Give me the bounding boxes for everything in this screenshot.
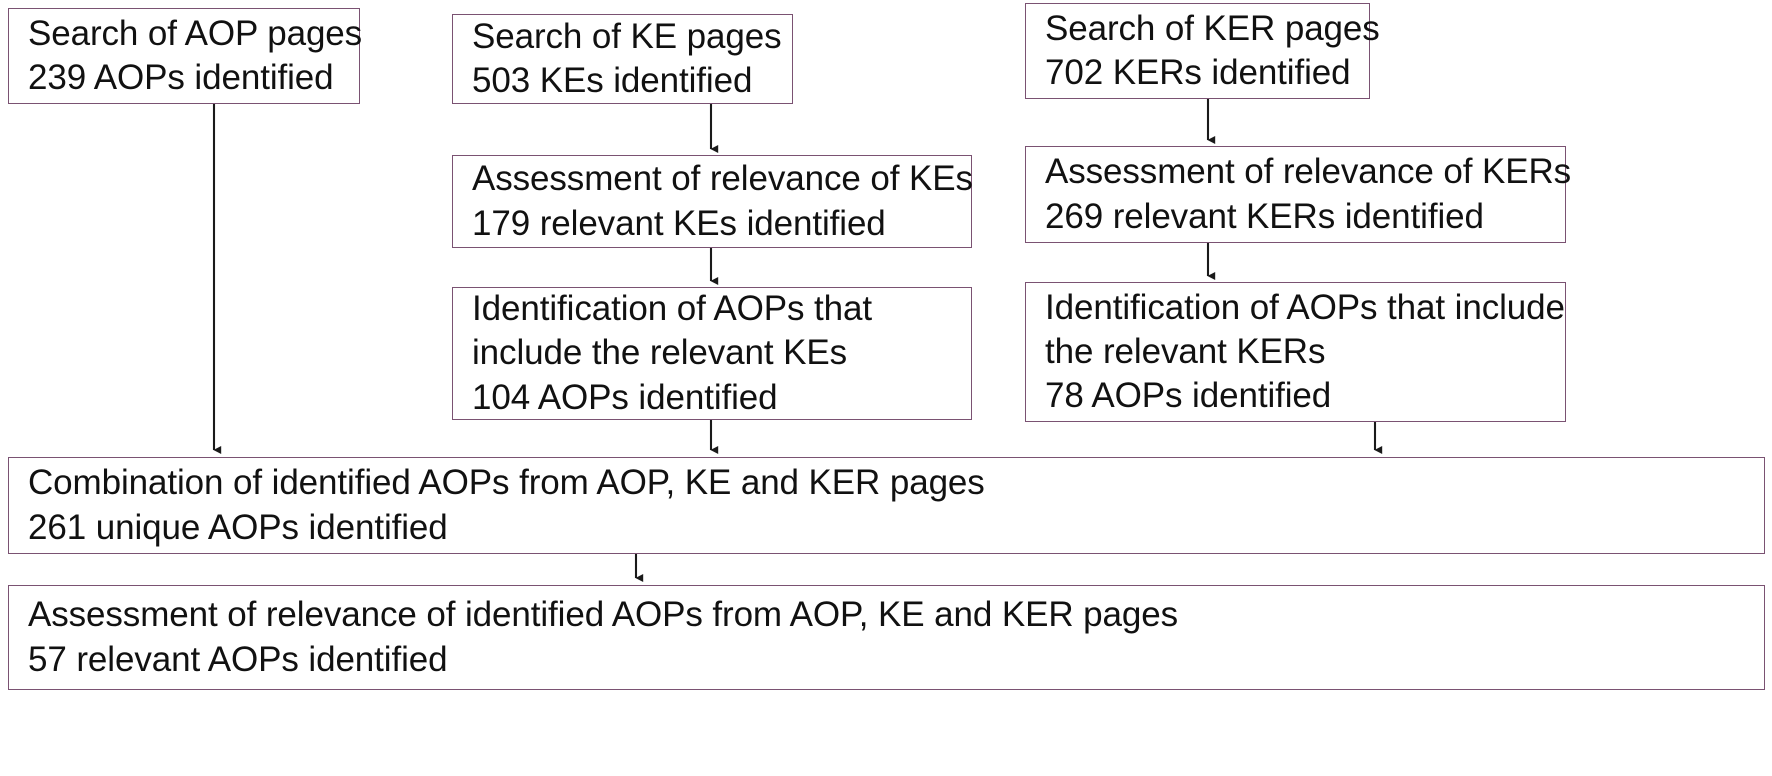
node-identify-aop-ke-line-1: Identification of AOPs that [472,289,873,329]
node-final-assessment-line-2: 57 relevant AOPs identified [28,639,448,679]
node-search-aop-line-2: 239 AOPs identified [28,58,334,97]
node-search-ke-line-2: 503 KEs identified [472,61,753,100]
node-search-ker-line-2: 702 KERs identified [1045,53,1351,92]
node-final-assessment-line-1: Assessment of relevance of identified AO… [28,595,1179,635]
node-assess-ke-line-1: Assessment of relevance of KEs [472,159,973,199]
node-identify-aop-ke[interactable]: Identification of AOPs that include the … [452,287,972,420]
node-assess-ker[interactable]: Assessment of relevance of KERs 269 rele… [1025,146,1572,243]
node-identify-aop-ker[interactable]: Identification of AOPs that include the … [1025,282,1566,422]
node-search-aop[interactable]: Search of AOP pages 239 AOPs identified [8,8,363,104]
node-assess-ke-line-2: 179 relevant KEs identified [472,203,886,243]
node-search-aop-line-1: Search of AOP pages [28,13,363,53]
node-search-ker-line-1: Search of KER pages [1045,8,1380,48]
node-identify-aop-ker-line-2: the relevant KERs [1045,331,1326,371]
node-search-ker[interactable]: Search of KER pages 702 KERs identified [1025,3,1380,99]
node-identify-aop-ke-line-2: include the relevant KEs [472,333,848,373]
node-identify-aop-ker-line-3: 78 AOPs identified [1045,376,1332,416]
node-assess-ker-line-1: Assessment of relevance of KERs [1045,152,1572,192]
node-identify-aop-ker-line-1: Identification of AOPs that include [1045,287,1565,327]
node-final-assessment[interactable]: Assessment of relevance of identified AO… [8,585,1765,690]
node-assess-ke[interactable]: Assessment of relevance of KEs 179 relev… [452,155,973,248]
node-search-ke[interactable]: Search of KE pages 503 KEs identified [452,14,793,104]
node-combination[interactable]: Combination of identified AOPs from AOP,… [8,457,1765,554]
node-search-ke-line-1: Search of KE pages [472,16,782,56]
node-identify-aop-ke-line-3: 104 AOPs identified [472,377,778,417]
node-assess-ker-line-2: 269 relevant KERs identified [1045,196,1484,236]
node-combination-line-2: 261 unique AOPs identified [28,507,448,547]
node-combination-line-1: Combination of identified AOPs from AOP,… [28,463,985,503]
